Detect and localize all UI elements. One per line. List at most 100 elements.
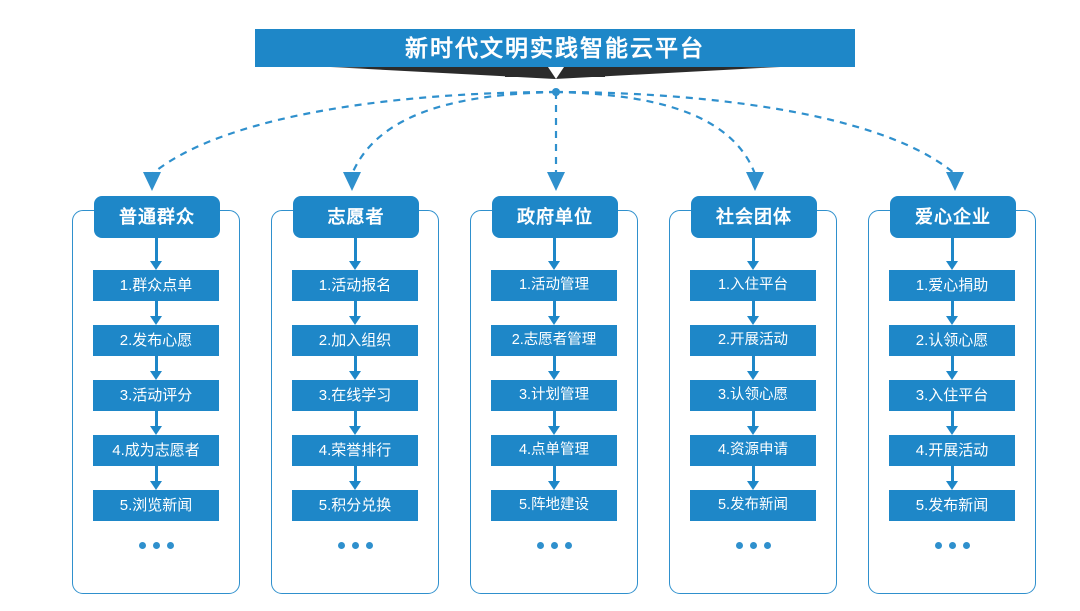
column-header-badge[interactable]: 政府单位 [492, 196, 618, 238]
column-header-badge[interactable]: 社会团体 [691, 196, 817, 238]
more-items-ellipsis-icon[interactable] [491, 535, 617, 555]
arrowhead-column-2 [343, 172, 361, 191]
flow-arrow-icon [669, 301, 837, 325]
flow-arrow-icon [72, 466, 240, 490]
column-header-label: 社会团体 [716, 207, 792, 227]
list-item-label: 3.入住平台 [915, 387, 989, 404]
column-header-label: 爱心企业 [915, 207, 991, 227]
role-column-普通群众: 普通群众 1.群众点单 2.发布心愿 3.活动评分 [72, 196, 240, 594]
list-item-label: 4.点单管理 [518, 442, 590, 459]
platform-banner: 新时代文明实践智能云平台 [0, 0, 1080, 100]
list-item[interactable]: 4.开展活动 [889, 435, 1015, 466]
list-item-label: 4.成为志愿者 [112, 442, 200, 459]
role-column-志愿者: 志愿者 1.活动报名 2.加入组织 3.在线学习 [271, 196, 439, 594]
list-item-label: 3.计划管理 [518, 387, 590, 404]
column-header-badge[interactable]: 普通群众 [94, 196, 220, 238]
flow-arrow-icon [271, 301, 439, 325]
flow-arrow-icon [271, 238, 439, 270]
list-item-label: 1.入住平台 [717, 277, 789, 294]
connector-to-column-5 [555, 90, 956, 175]
column-header-badge[interactable]: 爱心企业 [890, 196, 1016, 238]
flow-arrow-icon [72, 356, 240, 380]
column-header-label: 政府单位 [517, 207, 593, 227]
flow-arrow-icon [669, 238, 837, 270]
list-item[interactable]: 2.开展活动 [690, 325, 816, 356]
flow-arrow-icon [470, 301, 638, 325]
list-item-label: 4.荣誉排行 [318, 442, 392, 459]
list-item[interactable]: 3.活动评分 [93, 380, 219, 411]
flow-arrow-icon [271, 466, 439, 490]
list-item-label: 2.志愿者管理 [511, 332, 597, 349]
flow-arrow-icon [72, 301, 240, 325]
list-item-label: 4.开展活动 [915, 442, 989, 459]
more-items-ellipsis-icon[interactable] [889, 535, 1015, 555]
more-items-ellipsis-icon[interactable] [292, 535, 418, 555]
list-item[interactable]: 4.成为志愿者 [93, 435, 219, 466]
flow-arrow-icon [868, 356, 1036, 380]
column-header-label: 普通群众 [119, 207, 195, 227]
list-item[interactable]: 4.荣誉排行 [292, 435, 418, 466]
list-item-label: 1.活动报名 [318, 277, 392, 294]
list-item[interactable]: 2.志愿者管理 [491, 325, 617, 356]
page-title: 新时代文明实践智能云平台 [405, 34, 705, 61]
column-header-label: 志愿者 [327, 207, 385, 227]
list-item-label: 5.阵地建设 [518, 497, 590, 514]
list-item-label: 2.开展活动 [717, 332, 789, 349]
list-item[interactable]: 1.入住平台 [690, 270, 816, 301]
list-item[interactable]: 5.发布新闻 [690, 490, 816, 521]
list-item[interactable]: 3.计划管理 [491, 380, 617, 411]
list-item-label: 5.积分兑换 [318, 497, 392, 514]
list-item[interactable]: 5.阵地建设 [491, 490, 617, 521]
arrowhead-column-3 [547, 172, 565, 191]
list-item-label: 3.活动评分 [119, 387, 193, 404]
list-item-label: 2.认领心愿 [915, 332, 989, 349]
flow-arrow-icon [271, 356, 439, 380]
arrowhead-column-4 [746, 172, 764, 191]
list-item[interactable]: 1.爱心捐助 [889, 270, 1015, 301]
role-column-政府单位: 政府单位 1.活动管理 2.志愿者管理 3.计划管理 [470, 196, 638, 594]
role-columns: 普通群众 1.群众点单 2.发布心愿 3.活动评分 [0, 196, 1080, 596]
column-header-badge[interactable]: 志愿者 [293, 196, 419, 238]
list-item[interactable]: 1.群众点单 [93, 270, 219, 301]
connector-to-column-4 [555, 90, 757, 175]
list-item[interactable]: 4.点单管理 [491, 435, 617, 466]
list-item-label: 3.认领心愿 [717, 387, 789, 404]
more-items-ellipsis-icon[interactable] [93, 535, 219, 555]
list-item-label: 1.爱心捐助 [915, 277, 989, 294]
column-body: 1.爱心捐助 2.认领心愿 3.入住平台 4.开展活动 [868, 238, 1036, 594]
flow-arrow-icon [868, 301, 1036, 325]
list-item[interactable]: 5.浏览新闻 [93, 490, 219, 521]
role-column-社会团体: 社会团体 1.入住平台 2.开展活动 3.认领心愿 [669, 196, 837, 594]
arrowhead-column-1 [143, 172, 161, 191]
list-item[interactable]: 4.资源申请 [690, 435, 816, 466]
list-item[interactable]: 2.认领心愿 [889, 325, 1015, 356]
column-body: 1.活动管理 2.志愿者管理 3.计划管理 4.点单管理 [470, 238, 638, 594]
platform-title-bar: 新时代文明实践智能云平台 [255, 29, 855, 67]
list-item-label: 5.浏览新闻 [119, 497, 193, 514]
connector-to-column-1 [151, 90, 557, 175]
flow-arrow-icon [470, 238, 638, 270]
list-item[interactable]: 1.活动报名 [292, 270, 418, 301]
list-item[interactable]: 3.入住平台 [889, 380, 1015, 411]
flow-arrow-icon [868, 411, 1036, 435]
list-item[interactable]: 3.认领心愿 [690, 380, 816, 411]
list-item[interactable]: 5.积分兑换 [292, 490, 418, 521]
list-item[interactable]: 2.发布心愿 [93, 325, 219, 356]
flow-arrow-icon [72, 411, 240, 435]
list-item[interactable]: 3.在线学习 [292, 380, 418, 411]
list-item[interactable]: 5.发布新闻 [889, 490, 1015, 521]
flow-arrow-icon [669, 466, 837, 490]
chevron-down-icon [548, 67, 564, 79]
list-item[interactable]: 2.加入组织 [292, 325, 418, 356]
list-item-label: 5.发布新闻 [717, 497, 789, 514]
more-items-ellipsis-icon[interactable] [690, 535, 816, 555]
connector-to-column-2 [350, 90, 557, 175]
flow-arrow-icon [868, 238, 1036, 270]
list-item-label: 2.加入组织 [318, 332, 392, 349]
flow-arrow-icon [470, 466, 638, 490]
list-item[interactable]: 1.活动管理 [491, 270, 617, 301]
column-body: 1.入住平台 2.开展活动 3.认领心愿 4.资源申请 [669, 238, 837, 594]
flow-arrow-icon [470, 356, 638, 380]
arrowhead-column-5 [946, 172, 964, 191]
list-item-label: 2.发布心愿 [119, 332, 193, 349]
